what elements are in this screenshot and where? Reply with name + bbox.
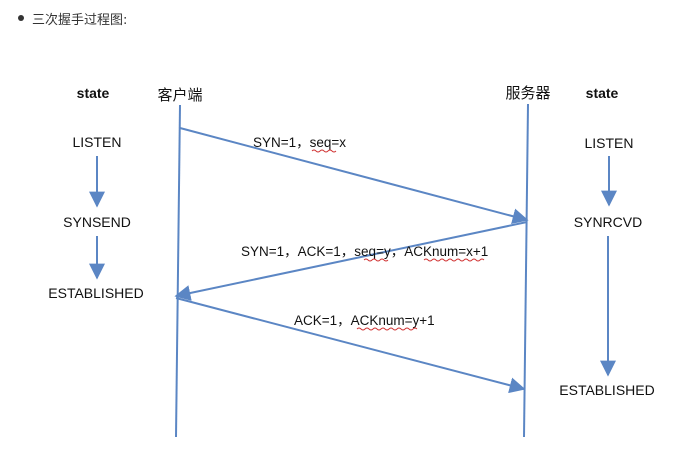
syn-ack-arrow bbox=[174, 221, 528, 301]
client-state-listen: LISTEN bbox=[72, 134, 121, 150]
client-state-synsend: SYNSEND bbox=[63, 214, 131, 230]
ack-acknum-squiggle bbox=[356, 327, 418, 331]
client-state-header: state bbox=[77, 85, 110, 101]
server-state-established: ESTABLISHED bbox=[559, 382, 654, 398]
ack-label: ACK=1，ACKnum=y+1 bbox=[294, 313, 435, 328]
client-header: 客户端 bbox=[157, 86, 202, 104]
syn-ack-seq-squiggle bbox=[363, 258, 389, 262]
ack-arrow bbox=[175, 297, 526, 394]
client-state-established: ESTABLISHED bbox=[48, 285, 143, 301]
bullet-icon bbox=[18, 15, 24, 21]
server-state-synrcvd: SYNRCVD bbox=[574, 214, 642, 230]
syn-label-squiggle bbox=[311, 149, 337, 153]
server-lifeline bbox=[523, 103, 529, 438]
syn-ack-label: SYN=1，ACK=1，seq=y，ACKnum=x+1 bbox=[241, 244, 488, 259]
diagram-heading: 三次握手过程图: bbox=[18, 8, 127, 28]
server-state-listen: LISTEN bbox=[584, 135, 633, 151]
heading-text: 三次握手过程图: bbox=[32, 12, 128, 28]
server-header: 服务器 bbox=[505, 84, 550, 102]
syn-arrow bbox=[179, 127, 529, 225]
server-state-header: state bbox=[586, 85, 619, 101]
syn-label: SYN=1，seq=x bbox=[253, 135, 346, 150]
client-lifeline bbox=[175, 104, 181, 438]
syn-ack-acknum-squiggle bbox=[423, 258, 485, 262]
